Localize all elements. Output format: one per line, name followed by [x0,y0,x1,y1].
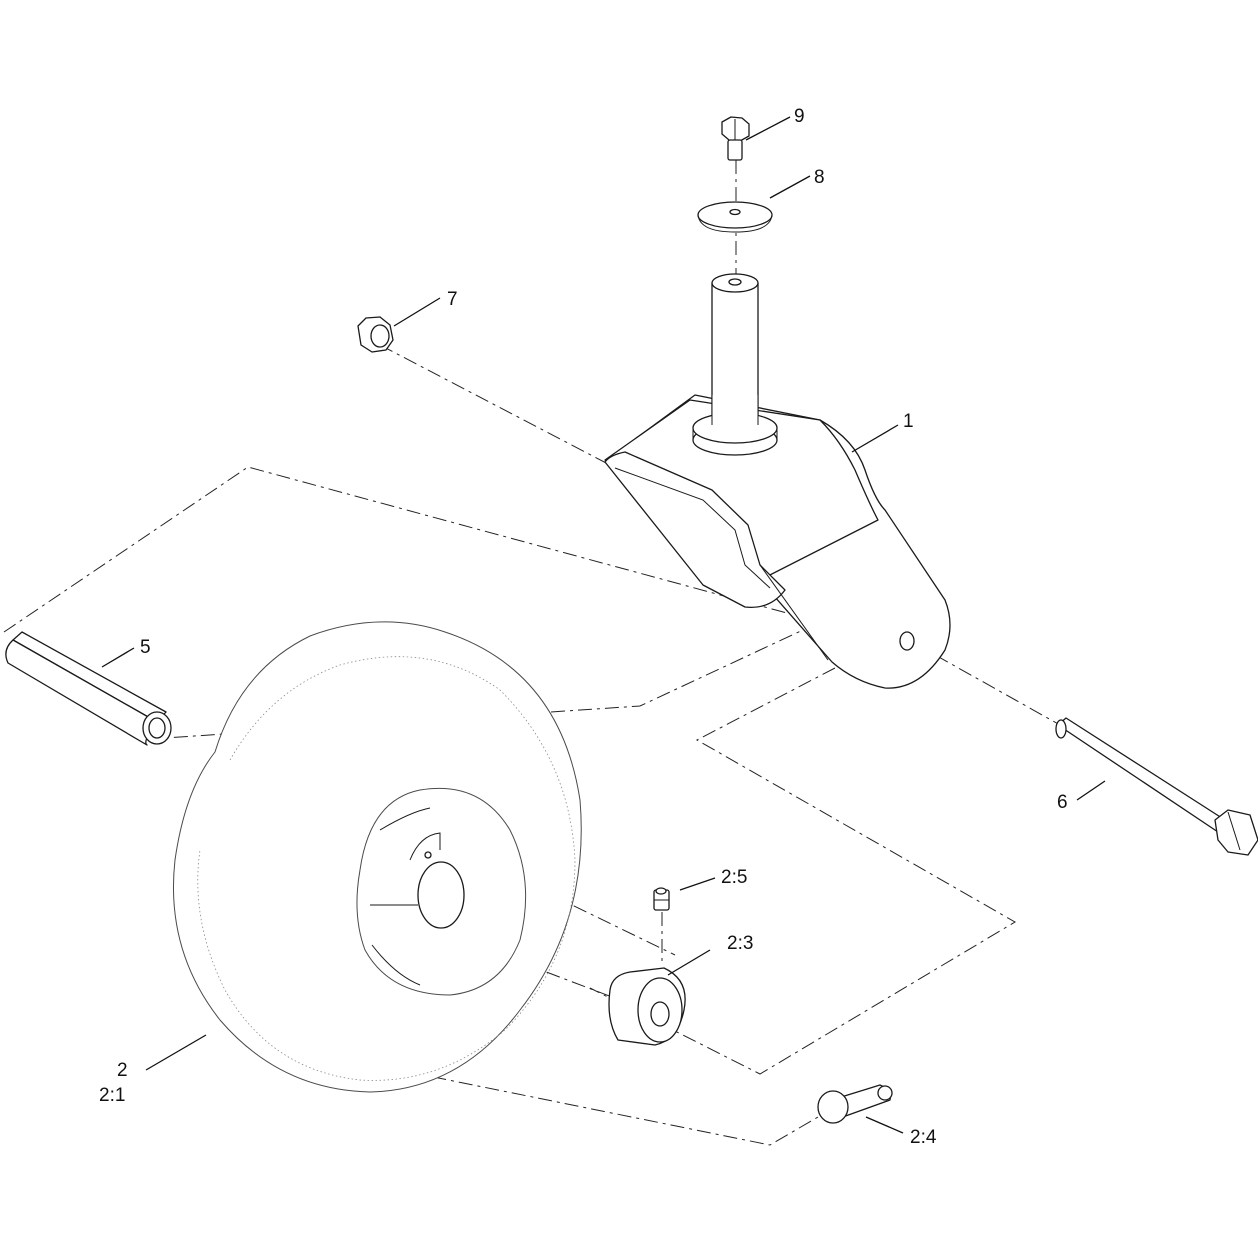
leader-lines [101,116,1106,1134]
valve-stem-part-2-4 [817,1084,893,1124]
washer-part-8 [697,201,773,233]
axle-bolt-part-6 [1055,717,1258,856]
callout-2-4: 2:4 [910,1127,937,1148]
callout-2-1: 2:1 [99,1085,125,1106]
nut-part-7 [357,316,394,353]
callout-7: 7 [447,289,458,310]
spacer-tube-part-5 [5,631,172,746]
callout-8: 8 [814,167,825,188]
caster-fork-part-1 [604,273,951,689]
callout-5: 5 [140,637,151,658]
callout-labels: 9 8 7 1 5 6 2:5 2:3 2 2:1 2:4 [99,106,1068,1148]
wheel-part-2 [172,621,582,1093]
callout-1: 1 [903,411,914,432]
callout-2-3: 2:3 [727,933,753,954]
callout-2: 2 [117,1060,128,1081]
callout-9: 9 [794,106,805,127]
bushing-part-2-3 [608,967,686,1046]
bolt-part-9 [721,116,750,161]
grease-fitting-part-2-5 [653,887,670,911]
callout-2-5: 2:5 [721,867,747,888]
callout-6: 6 [1057,792,1068,813]
